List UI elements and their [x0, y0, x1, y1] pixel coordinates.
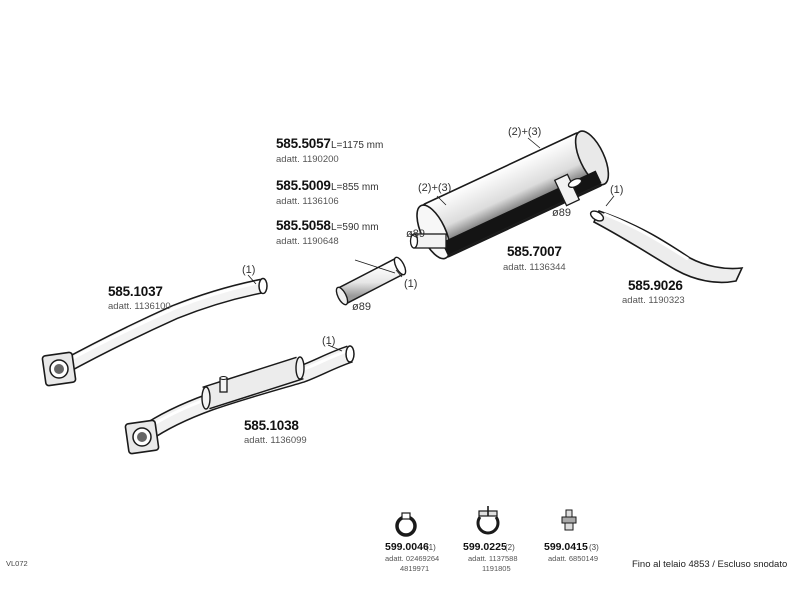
part-adapt: adatt. 1190323: [622, 295, 685, 306]
diameter-label: ø89: [552, 207, 571, 219]
front-pipe-585-1037: [41, 277, 268, 387]
part-label-585-5057: 585.5057 L=1175 mm adatt. 1190200: [276, 136, 383, 165]
straight-pipe-585-5058: [335, 256, 407, 306]
part-label-585-5009: 585.5009 L=855 mm adatt. 1136106: [276, 178, 379, 207]
part-adapt: adatt. 1190200: [276, 154, 339, 165]
part-label-585-5058: 585.5058 L=590 mm adatt. 1190648 (1) ø89: [276, 218, 417, 313]
part-label-585-9026: 585.9026 adatt. 1190323 (1): [610, 184, 685, 306]
flange-icon: [124, 419, 160, 455]
bolt-clamp-icon: [476, 506, 500, 535]
silencer-585-7007: [409, 130, 610, 260]
accessory-note: (1): [426, 543, 436, 552]
accessory-599-0225: 599.0225 (2) adatt. 1137588 1191805: [463, 506, 518, 573]
front-pipe-585-1038: [124, 345, 355, 455]
accessory-adapt: 4819971: [400, 564, 429, 573]
accessory-adapt: 1191805: [482, 564, 511, 573]
accessory-note: (3): [589, 543, 599, 552]
part-adapt: adatt. 1190648: [276, 236, 339, 247]
part-adapt: adatt. 1136106: [276, 196, 339, 207]
nut-fitting-icon: [561, 509, 577, 531]
part-number: 585.1038: [244, 418, 299, 433]
part-note: (1): [322, 335, 335, 347]
accessory-599-0046: 599.0046 (1) adatt. 02469264 4819971: [385, 512, 439, 573]
diagram-code: VL072: [6, 559, 28, 568]
accessory-adapt: adatt. 02469264: [385, 554, 439, 563]
part-label-585-1038: 585.1038 adatt. 1136099 (1): [244, 335, 335, 446]
accessory-adapt: adatt. 1137588: [468, 554, 518, 563]
part-label-585-1037: 585.1037 adatt. 1136100 (1): [108, 264, 255, 312]
part-note: (1): [242, 264, 255, 276]
accessory-note: (2): [505, 543, 515, 552]
accessory-number: 599.0046: [385, 541, 429, 553]
accessory-number: 599.0225: [463, 541, 507, 553]
part-number: 585.9026: [628, 278, 683, 293]
part-number: 585.7007: [507, 244, 562, 259]
diameter-label: ø89: [352, 301, 371, 313]
part-number: 585.5009: [276, 178, 331, 193]
accessory-number: 599.0415: [544, 541, 588, 553]
accessory-adapt: adatt. 6850149: [548, 554, 598, 563]
part-length: L=1175 mm: [331, 140, 383, 151]
clamp-ring-icon: [395, 512, 417, 537]
part-note: (1): [610, 184, 623, 196]
part-number: 585.5057: [276, 136, 331, 151]
part-number: 585.1037: [108, 284, 163, 299]
leader-lines: [247, 137, 615, 352]
part-adapt: adatt. 1136344: [503, 262, 566, 273]
part-length: L=590 mm: [331, 222, 379, 233]
part-note: (2)+(3): [508, 126, 541, 138]
part-adapt: adatt. 1136099: [244, 435, 307, 446]
part-label-585-7007: 585.7007 adatt. 1136344 (2)+(3) (2)+(3) …: [406, 126, 571, 273]
diameter-label: ø89: [406, 228, 425, 240]
tail-pipe-585-9026: [589, 210, 744, 284]
part-length: L=855 mm: [331, 182, 379, 193]
footer-caption: Fino al telaio 4853 / Escluso snodato: [632, 559, 787, 570]
part-number: 585.5058: [276, 218, 331, 233]
flange-icon: [41, 351, 77, 387]
part-note: (1): [404, 278, 417, 290]
part-note: (2)+(3): [418, 182, 451, 194]
part-adapt: adatt. 1136100: [108, 301, 171, 312]
accessory-599-0415: 599.0415 (3) adatt. 6850149: [544, 509, 599, 563]
